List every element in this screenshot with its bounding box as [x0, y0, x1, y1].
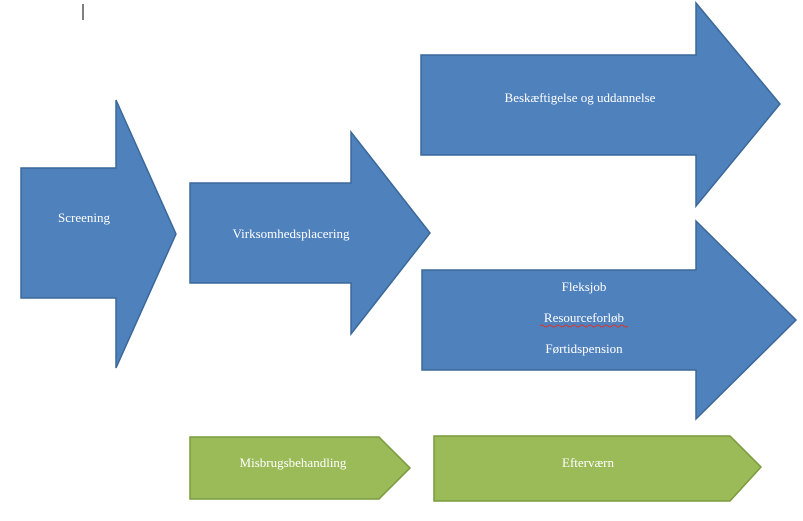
arrow-misbrugsbehandling-shape	[189, 436, 412, 500]
arrow-beskaeftigelse-shape	[420, 0, 781, 209]
arrow-foertidspension-label: Førtidspension	[545, 341, 623, 356]
arrow-eftervaern-label: Efterværn	[562, 455, 614, 470]
arrow-misbrugsbehandling-label: Misbrugsbehandling	[240, 455, 347, 470]
arrow-screening[interactable]: Screening	[20, 99, 177, 369]
arrow-eftervaern[interactable]: Efterværn	[433, 435, 763, 502]
arrow-beskaeftigelse-label: Beskæftigelse og uddannelse	[505, 90, 656, 105]
arrow-screening-shape	[20, 99, 177, 369]
arrow-screening-label: Screening	[58, 210, 110, 225]
arrow-fleksjob-group[interactable]: Fleksjob Resourceforløb Førtidspension	[421, 219, 798, 421]
arrow-fleksjob-group-shape	[421, 219, 798, 421]
arrow-beskaeftigelse[interactable]: Beskæftigelse og uddannelse	[420, 0, 781, 209]
arrow-virksomhedsplacering[interactable]: Virksomhedsplacering	[189, 129, 431, 337]
arrow-virksomhedsplacering-label: Virksomhedsplacering	[233, 226, 350, 241]
arrow-resourceforloeb-label: Resourceforløb	[544, 310, 624, 325]
arrow-fleksjob-label: Fleksjob	[562, 279, 607, 294]
spellcheck-underline	[539, 324, 629, 328]
arrow-misbrugsbehandling[interactable]: Misbrugsbehandling	[189, 436, 412, 500]
arrow-virksomhedsplacering-shape	[189, 129, 431, 337]
arrow-eftervaern-shape	[433, 435, 763, 502]
